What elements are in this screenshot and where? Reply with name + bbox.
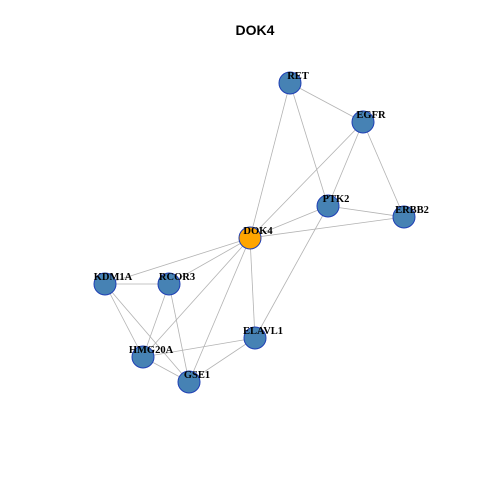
edge-dok4-hmg20a (142, 237, 251, 358)
node-label-hmg20a: HMG20A (129, 345, 174, 356)
edge-egfr-ptk2 (327, 121, 364, 207)
node-layer (93, 71, 416, 394)
node-dok4 (238, 226, 262, 250)
edge-ptk2-erbb2 (327, 205, 405, 218)
edge-ptk2-dok4 (249, 205, 329, 239)
edge-ret-egfr (289, 82, 364, 123)
edge-gse1-elavl1 (188, 337, 256, 383)
diagram-title: DOK4 (236, 22, 275, 38)
edge-erbb2-dok4 (249, 216, 405, 239)
edge-dok4-kdm1a (104, 237, 251, 285)
node-ptk2 (316, 194, 340, 218)
node-label-dok4: DOK4 (243, 226, 273, 237)
node-egfr (351, 110, 375, 134)
edge-ptk2-elavl1 (254, 205, 329, 339)
node-gse1 (177, 370, 201, 394)
node-label-gse1: GSE1 (184, 370, 210, 381)
edge-rcor3-hmg20a (142, 283, 170, 358)
node-label-ret: RET (287, 71, 309, 82)
edge-hmg20a-elavl1 (142, 337, 256, 358)
edge-dok4-gse1 (188, 237, 251, 383)
node-label-rcor3: RCOR3 (159, 272, 195, 283)
edge-layer (104, 82, 405, 383)
edge-egfr-dok4 (249, 121, 364, 239)
node-ret (278, 71, 302, 95)
edge-dok4-rcor3 (168, 237, 251, 285)
edge-kdm1a-hmg20a (104, 283, 144, 358)
node-label-elavl1: ELAVL1 (243, 326, 283, 337)
node-kdm1a (93, 272, 117, 296)
node-erbb2 (392, 205, 416, 229)
node-rcor3 (157, 272, 181, 296)
node-elavl1 (243, 326, 267, 350)
node-label-egfr: EGFR (356, 110, 386, 121)
edge-kdm1a-gse1 (104, 283, 190, 383)
node-label-kdm1a: KDM1A (94, 272, 133, 283)
node-label-erbb2: ERBB2 (395, 205, 429, 216)
edge-ret-ptk2 (289, 82, 329, 207)
edge-rcor3-gse1 (168, 283, 190, 383)
edge-egfr-erbb2 (362, 121, 405, 218)
edge-ret-dok4 (249, 82, 291, 239)
edge-dok4-elavl1 (249, 237, 256, 339)
node-hmg20a (131, 345, 155, 369)
node-label-ptk2: PTK2 (323, 194, 350, 205)
